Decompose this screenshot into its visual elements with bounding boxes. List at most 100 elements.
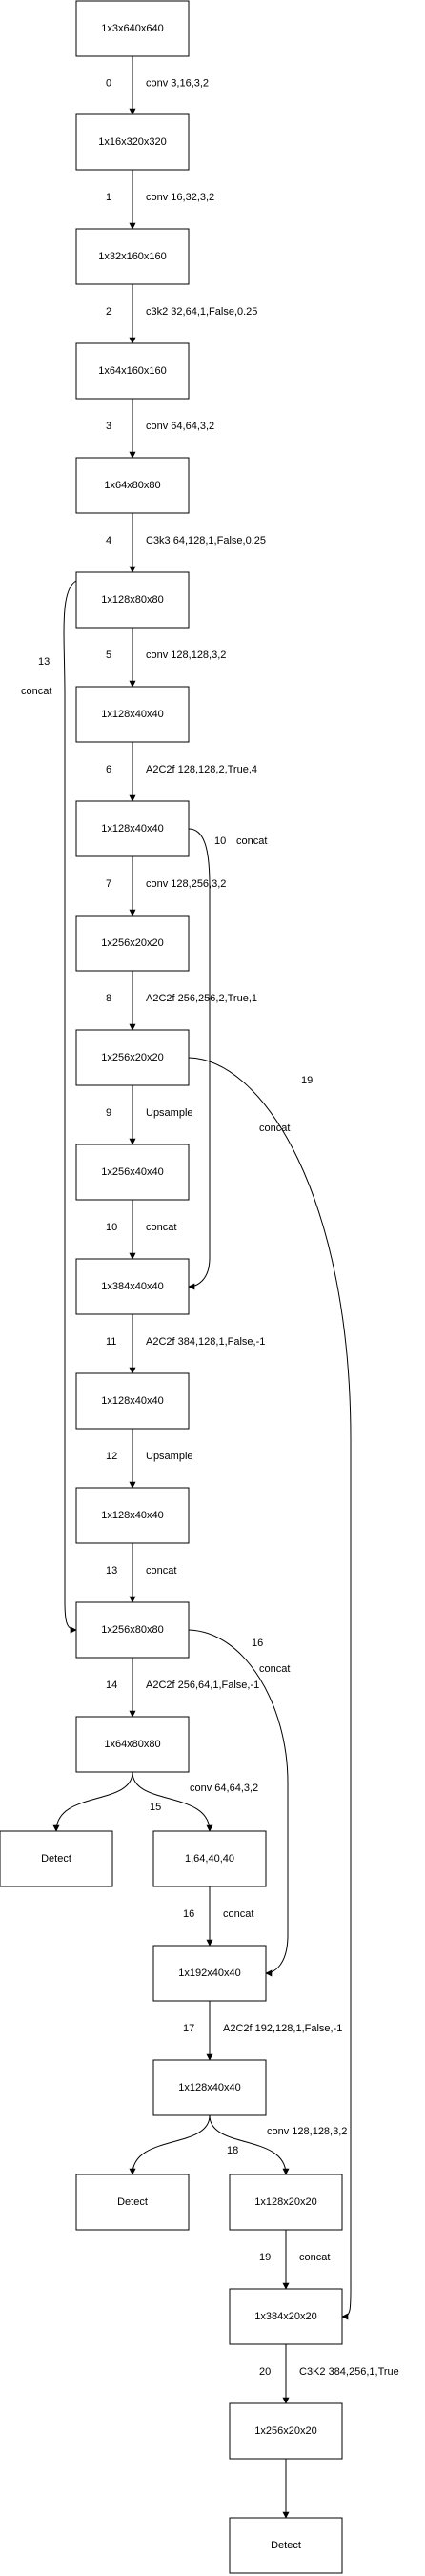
edges-layer <box>52 56 352 2519</box>
layer-index: 16 <box>183 1908 194 1920</box>
node-box <box>75 457 190 514</box>
operation-label: concat <box>299 2252 330 2263</box>
node-box <box>75 1258 190 1315</box>
layer-index: 3 <box>106 421 111 432</box>
layer-index: 14 <box>106 1680 117 1691</box>
node-label: 1,64,40,40 <box>185 1853 234 1865</box>
tensor-node: 1x192x40x40 <box>152 1945 267 2002</box>
node-label: Detect <box>117 2196 148 2208</box>
detect-node: Detect <box>75 2174 190 2231</box>
node-label: Detect <box>271 2540 301 2551</box>
operation-label: A2C2f 128,128,2,True,4 <box>146 764 257 775</box>
node-label: 1x64x80x80 <box>104 1739 160 1750</box>
tensor-node: 1x256x20x20 <box>229 2402 343 2460</box>
operation-label: Upsample <box>146 1107 193 1119</box>
layer-index: 7 <box>106 878 111 890</box>
node-box <box>152 2059 267 2116</box>
layer-index: 20 <box>259 2366 271 2378</box>
tensor-node: 1x16x320x320 <box>75 113 190 171</box>
node-box <box>75 1487 190 1544</box>
node-box <box>75 800 190 857</box>
operation-label: concat <box>21 686 51 697</box>
node-label: 1x256x40x40 <box>101 1166 163 1178</box>
operation-label: A2C2f 384,128,1,False,-1 <box>146 1336 265 1348</box>
layer-index: 6 <box>106 764 111 775</box>
node-box <box>75 1601 190 1659</box>
skip-connection-arrow <box>188 1629 289 1977</box>
node-box <box>229 2402 343 2460</box>
tensor-node: 1x128x40x40 <box>75 686 190 743</box>
node-label: 1x64x160x160 <box>98 365 167 377</box>
operation-label: A2C2f 256,256,2,True,1 <box>146 993 257 1004</box>
node-box <box>75 571 190 629</box>
layer-index: 16 <box>252 1638 263 1649</box>
operation-label: conv 64,64,3,2 <box>146 421 214 432</box>
node-box <box>75 686 190 743</box>
node-box <box>75 0 190 57</box>
node-box <box>229 2517 343 2574</box>
layer-index: 8 <box>106 993 111 1004</box>
skip-connection-arrow <box>188 1057 352 2320</box>
layer-index: 0 <box>106 77 111 89</box>
node-label: 1x128x40x40 <box>101 1510 163 1521</box>
node-box <box>75 1716 190 1773</box>
layer-index: 5 <box>106 649 111 661</box>
tensor-node: 1x128x20x20 <box>229 2174 343 2231</box>
node-box <box>75 1372 190 1430</box>
node-label: 1x32x160x160 <box>98 251 167 262</box>
node-box <box>152 1945 267 2002</box>
tensor-node: 1x32x160x160 <box>75 228 190 285</box>
node-box <box>75 1029 190 1086</box>
tensor-node: 1x256x20x20 <box>75 915 190 972</box>
node-label: 1x16x320x320 <box>98 136 167 148</box>
operation-label: conv 128,128,3,2 <box>146 649 226 661</box>
node-box <box>75 915 190 972</box>
node-label: 1x192x40x40 <box>178 1968 240 1979</box>
node-label: 1x384x20x20 <box>254 2311 316 2322</box>
layer-index: 13 <box>106 1565 117 1577</box>
node-box <box>75 2174 190 2231</box>
node-box <box>229 2174 343 2231</box>
operation-label: A2C2f 256,64,1,False,-1 <box>146 1680 259 1691</box>
node-label: 1x128x40x40 <box>101 823 163 835</box>
nodes-layer: 1x3x640x640 1x16x320x320 1x32x160x160 1x64x… <box>0 0 343 2574</box>
tensor-node: 1x384x20x20 <box>229 2288 343 2345</box>
node-label: 1x128x80x80 <box>101 594 163 606</box>
detect-node: Detect <box>0 1830 113 1887</box>
node-label: 1x384x40x40 <box>101 1281 163 1292</box>
tensor-node: 1x128x40x40 <box>75 800 190 857</box>
node-label: 1x256x20x20 <box>254 2425 316 2437</box>
skip-connection-arrow <box>63 580 77 1634</box>
operation-label: concat <box>259 1663 290 1675</box>
node-box <box>229 2288 343 2345</box>
operation-label: conv 3,16,3,2 <box>146 77 209 89</box>
node-label: 1x128x40x40 <box>178 2082 240 2093</box>
operation-label: A2C2f 192,128,1,False,-1 <box>223 2023 342 2034</box>
node-label: Detect <box>41 1853 71 1865</box>
skip-connection-arrow <box>188 828 211 1290</box>
node-label: 1x3x640x640 <box>101 23 163 34</box>
node-label: 1x128x40x40 <box>101 709 163 720</box>
operation-label: Upsample <box>146 1451 193 1462</box>
flow-arrow <box>132 1771 213 1832</box>
node-box <box>75 113 190 171</box>
tensor-node: 1x64x80x80 <box>75 1716 190 1773</box>
flow-arrow <box>209 2114 290 2175</box>
layer-index: 2 <box>106 306 111 318</box>
operation-label: concat <box>146 1565 176 1577</box>
operation-label: c3k2 32,64,1,False,0.25 <box>146 306 257 318</box>
tensor-node: 1x128x40x40 <box>75 1487 190 1544</box>
layer-index: 19 <box>259 2252 271 2263</box>
tensor-node: 1x128x80x80 <box>75 571 190 629</box>
tensor-node: 1x256x40x40 <box>75 1144 190 1201</box>
layer-index: 17 <box>183 2023 194 2034</box>
layer-index: 18 <box>227 2145 238 2156</box>
operation-label: concat <box>236 835 267 847</box>
tensor-node: 1x64x160x160 <box>75 342 190 400</box>
operation-label: conv 128,128,3,2 <box>267 2126 347 2137</box>
operation-label: conv 64,64,3,2 <box>190 1783 258 1794</box>
layer-index: 10 <box>106 1222 117 1233</box>
node-label: 1x256x20x20 <box>101 1052 163 1063</box>
